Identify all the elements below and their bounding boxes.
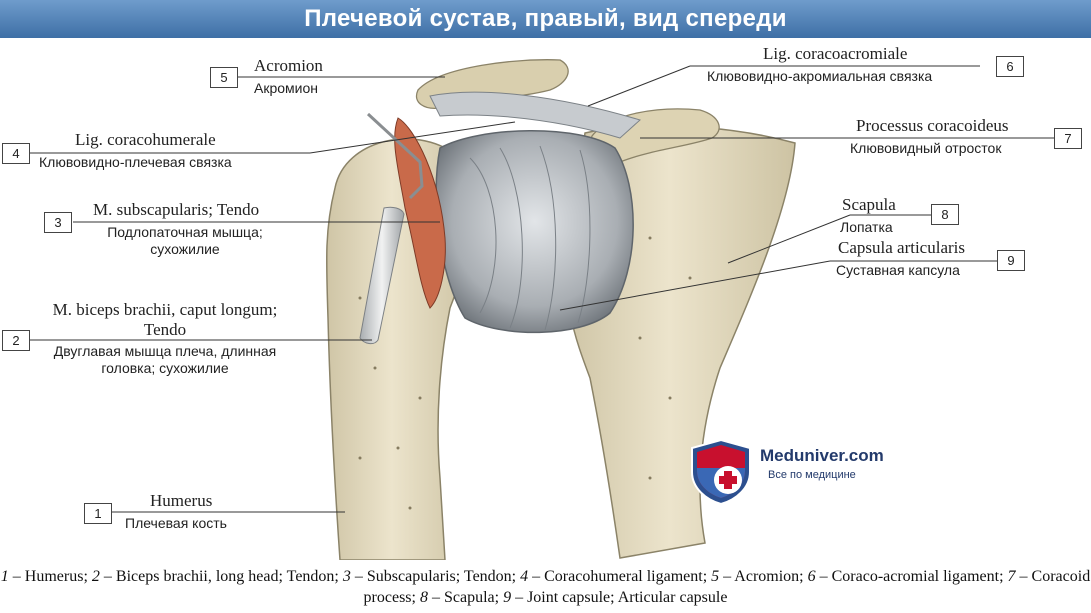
label-russian-coracohumerale: Клювовидно-плечевая связка [39,154,232,170]
label-russian-subscapularis-1: Подлопаточная мышца; [107,224,263,240]
coracoacromial-ligament-shape [429,91,641,139]
label-latin-biceps-2: Tendo [143,320,187,339]
label-russian-biceps-1: Двуглавая мышца плеча, длинная [53,343,277,359]
meduniver-shield-icon [691,438,751,506]
probe-wire [366,112,424,200]
subscapularis-tendon-shape [394,117,446,309]
label-number-4: 4 [2,143,30,164]
caption-num-2: 2 [91,568,100,585]
label-russian-scapula: Лопатка [840,219,893,235]
label-latin-acromion: Acromion [254,56,323,75]
caption-text-8: – Scapula; [427,589,504,606]
label-russian-coracoideus: Клювовидный отросток [850,140,1002,156]
label-latin-coracoideus: Processus coracoideus [856,116,1009,135]
label-latin-biceps-1: M. biceps brachii, caput longum; [52,300,278,319]
label-russian-capsula: Суставная капсула [836,262,960,278]
caption-text-3: – Subscapularis; Tendon; [350,568,521,585]
caption-text-9: – Joint capsule; Articular capsule [511,589,728,606]
caption-num-3: 3 [342,568,351,585]
label-number-7: 7 [1054,128,1082,149]
label-number-3: 3 [44,212,72,233]
anatomy-illustration: 5 Acromion Акромион 6 Lig. coracoacromia… [0,38,1091,560]
label-latin-coracohumerale: Lig. coracohumerale [75,130,216,149]
caption-text-4: – Coracohumeral ligament; [528,568,712,585]
caption-num-4: 4 [520,568,529,585]
bone-texture [358,236,702,510]
label-number-9: 9 [997,250,1025,271]
label-number-5: 5 [210,67,238,88]
caption-num-5: 5 [711,568,720,585]
caption-num-8: 8 [419,589,428,606]
caption-text-7: – Coracoid process; [363,568,1091,606]
label-number-6: 6 [996,56,1024,77]
label-russian-humerus: Плечевая кость [125,515,227,531]
caption-num-7: 7 [1007,568,1016,585]
label-number-2: 2 [2,330,30,351]
label-number-1: 1 [84,503,112,524]
label-number-8: 8 [931,204,959,225]
caption-text-6: – Coraco-acromial ligament; [815,568,1008,585]
label-russian-subscapularis-2: сухожилие [150,241,220,257]
capsule-fibers [469,145,591,331]
label-latin-capsula: Capsula articularis [838,238,965,257]
caption-num-6: 6 [807,568,816,585]
shoulder-joint-drawing [28,59,1055,560]
figure-caption: 1 – Humerus; 2 – Biceps brachii, long he… [0,566,1091,608]
label-russian-coracoacromiale: Клювовидно-акромиальная связка [707,68,933,84]
label-latin-coracoacromiale: Lig. coracoacromiale [763,44,908,63]
logo-subtitle: Все по медицине [768,469,856,481]
label-latin-humerus: Humerus [150,491,213,510]
label-russian-biceps-2: головка; сухожилие [101,360,229,376]
caption-num-9: 9 [503,589,512,606]
label-russian-acromion: Акромион [254,80,318,96]
leader-lines [28,65,1055,513]
logo-title[interactable]: Meduniver.com [760,446,884,465]
page-title: Плечевой сустав, правый, вид спереди [0,0,1091,38]
biceps-tendon-shape [359,206,405,345]
caption-text-1: – Humerus; [8,568,92,585]
caption-text-2: – Biceps brachii, long head; Tendon; [99,568,343,585]
label-latin-scapula: Scapula [842,195,896,214]
caption-num-1: 1 [0,568,9,585]
label-latin-subscapularis: M. subscapularis; Tendo [93,200,260,219]
caption-text-5: – Acromion; [719,568,808,585]
